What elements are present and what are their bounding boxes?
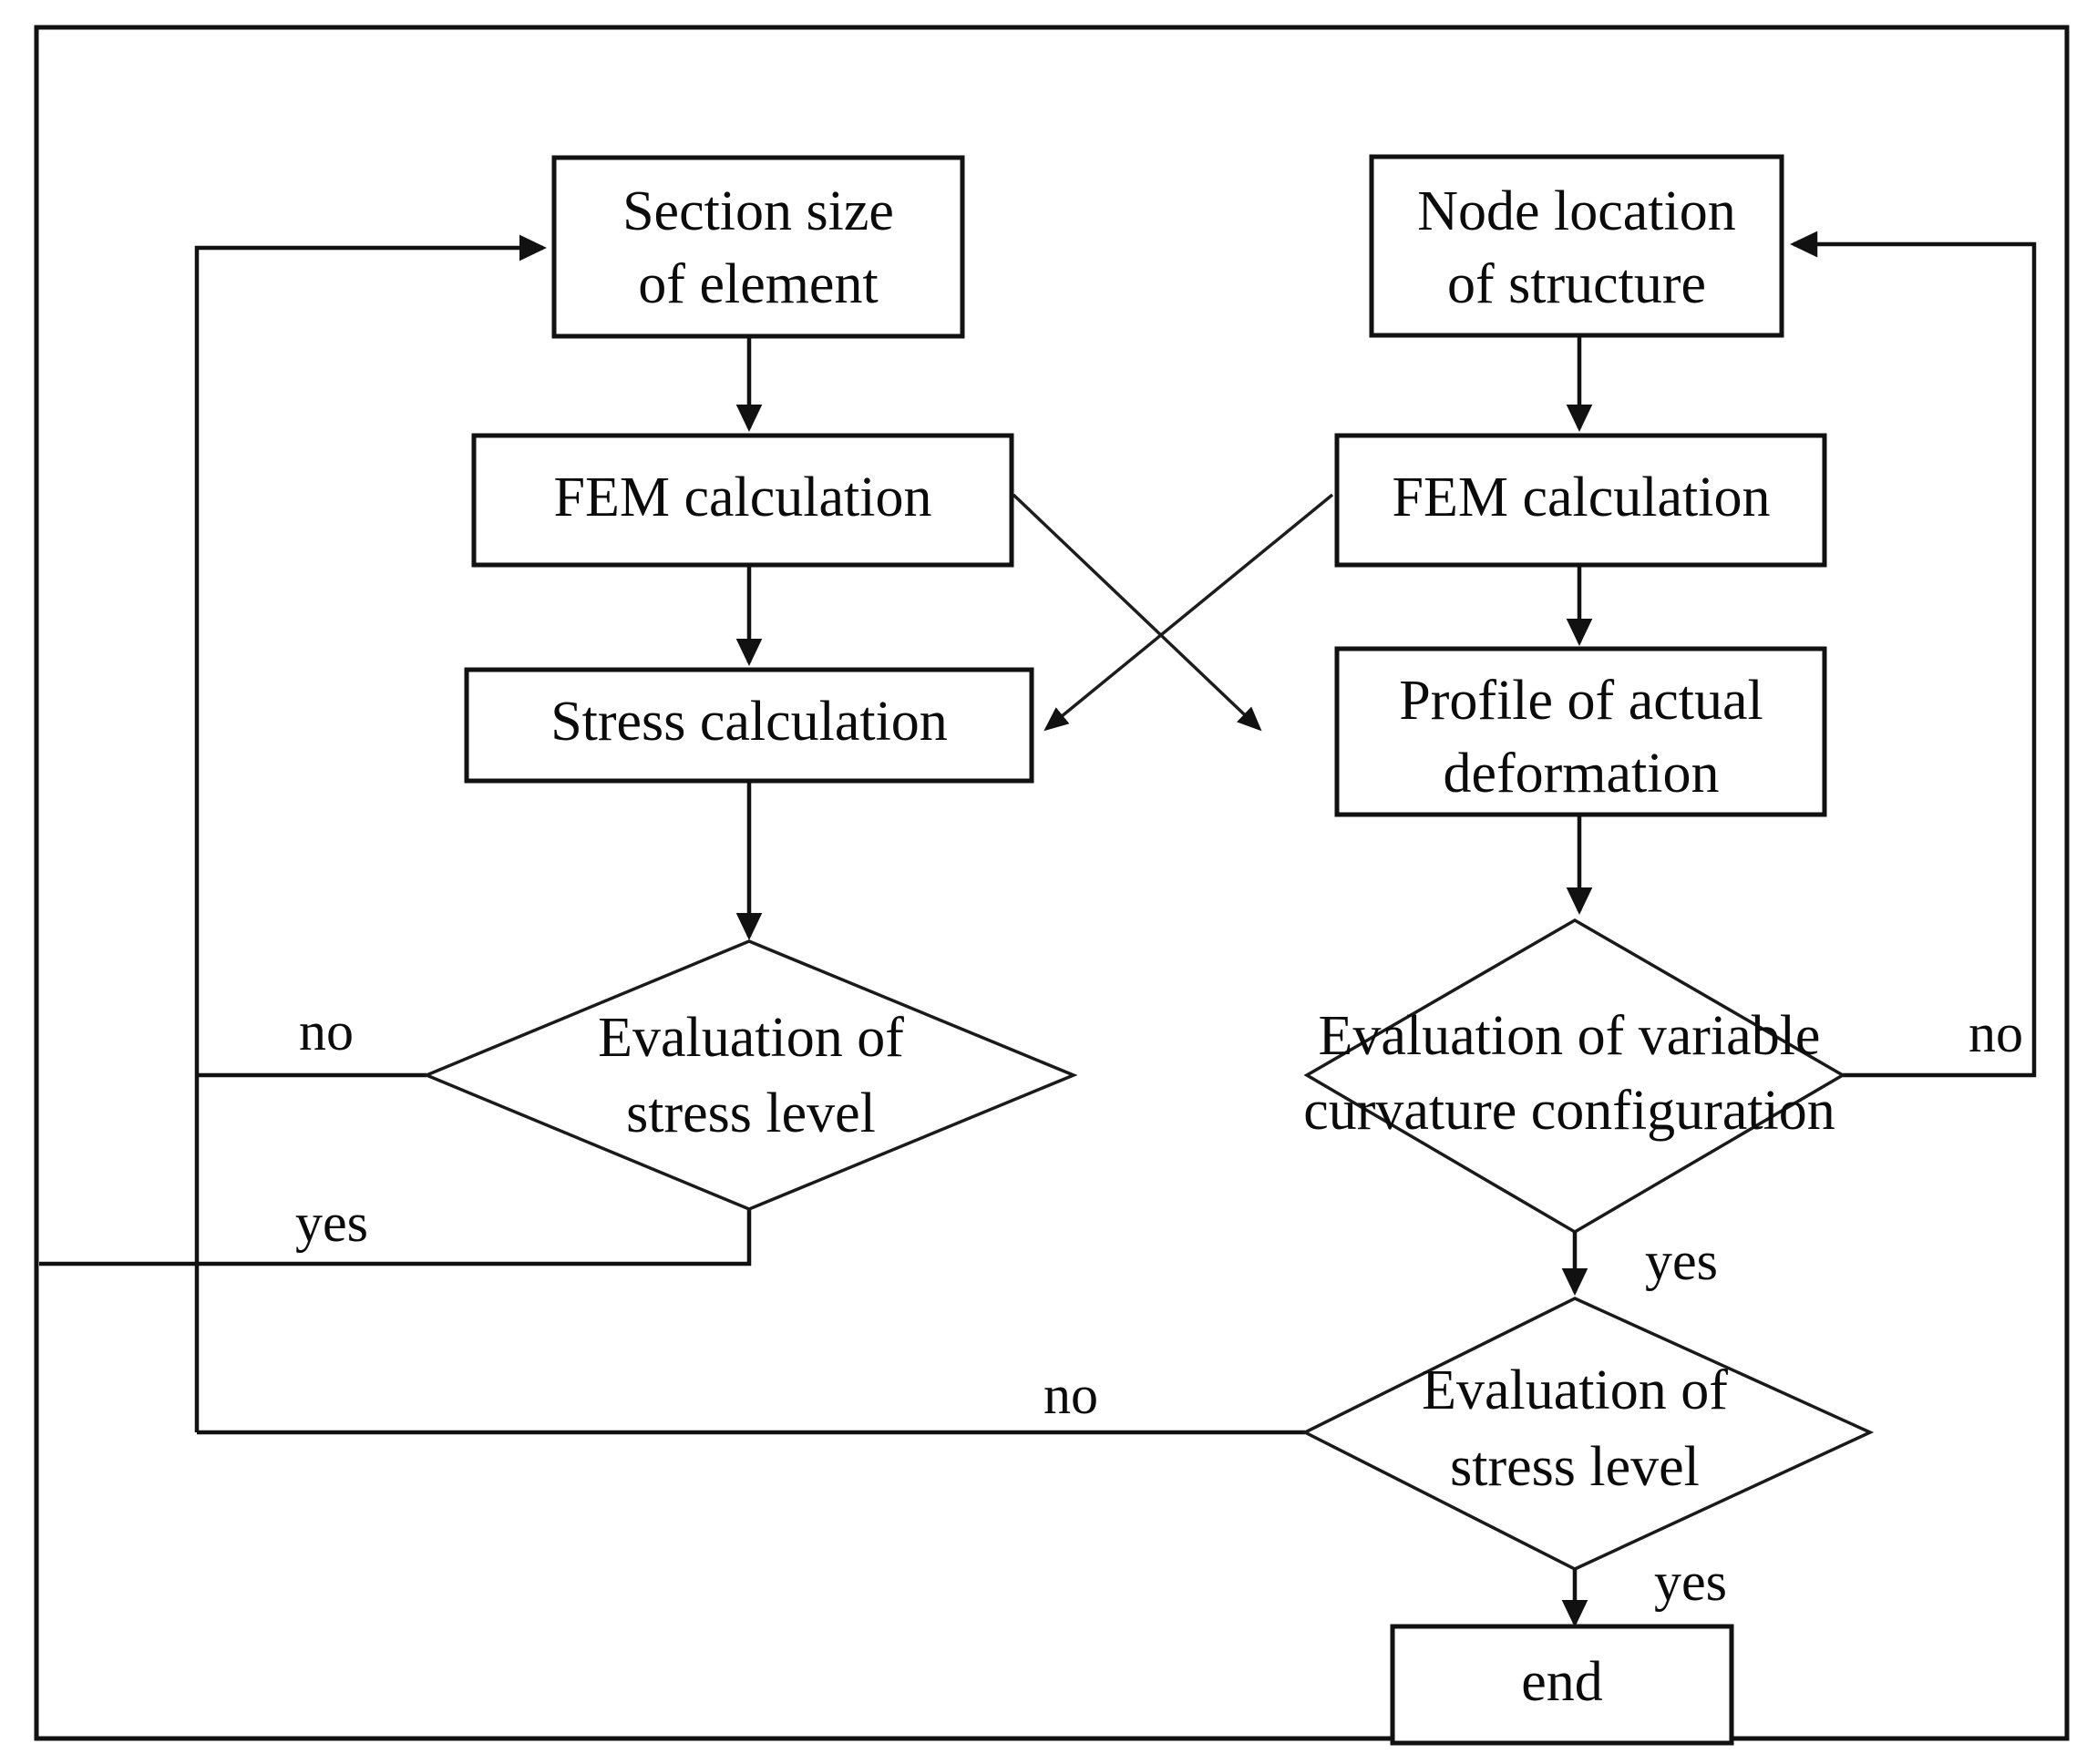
node-eval-curvature-line1: Evaluation of variable	[1319, 1005, 1821, 1067]
node-section-size-line2: of element	[638, 253, 878, 315]
edge-fem-right-cross	[1043, 493, 1334, 732]
node-eval-curvature[interactable]	[1303, 918, 1846, 1235]
node-fem-right-label: FEM calculation	[1393, 467, 1771, 528]
figure-border	[34, 25, 2070, 1741]
edge-return-to-section-size	[194, 234, 547, 1432]
node-fem-left[interactable]	[471, 433, 1014, 568]
node-profile-deformation-line1: Profile of actual	[1399, 670, 1763, 732]
node-section-size[interactable]	[551, 155, 965, 339]
node-eval-stress-bottom-line2: stress level	[1450, 1436, 1700, 1498]
node-node-location[interactable]	[1369, 154, 1784, 338]
node-end[interactable]	[1390, 1624, 1734, 1746]
node-eval-stress-left-line2: stress level	[626, 1082, 876, 1144]
edge-label-left-yes: yes	[295, 1193, 368, 1253]
node-node-location-line1: Node location	[1417, 180, 1736, 242]
node-stress-calculation-label: Stress calculation	[550, 691, 948, 753]
node-eval-stress-bottom[interactable]	[1301, 1297, 1875, 1571]
edge-label-bottom-no: no	[1043, 1365, 1098, 1425]
node-end-label: end	[1521, 1651, 1603, 1713]
edge-left-yes-path	[39, 1207, 752, 1267]
edge-label-left-no: no	[299, 1001, 354, 1061]
node-eval-curvature-line2: curvature configuration	[1303, 1080, 1835, 1142]
edge-right-no-path	[1790, 231, 2037, 1078]
node-profile-deformation-line2: deformation	[1443, 743, 1719, 805]
node-eval-stress-left-line1: Evaluation of	[598, 1007, 904, 1069]
node-eval-stress-bottom-line1: Evaluation of	[1422, 1359, 1728, 1421]
node-node-location-line2: of structure	[1447, 253, 1706, 315]
edge-label-bottom-yes: yes	[1654, 1552, 1727, 1612]
node-fem-left-label: FEM calculation	[554, 467, 932, 528]
edge-fem-left-cross	[1012, 493, 1262, 732]
edge-label-right-yes: yes	[1645, 1231, 1718, 1291]
node-section-size-line1: Section size	[622, 180, 894, 242]
node-eval-stress-left[interactable]	[422, 939, 1078, 1211]
node-profile-deformation[interactable]	[1334, 646, 1827, 817]
edge-label-right-no: no	[1969, 1003, 2023, 1063]
